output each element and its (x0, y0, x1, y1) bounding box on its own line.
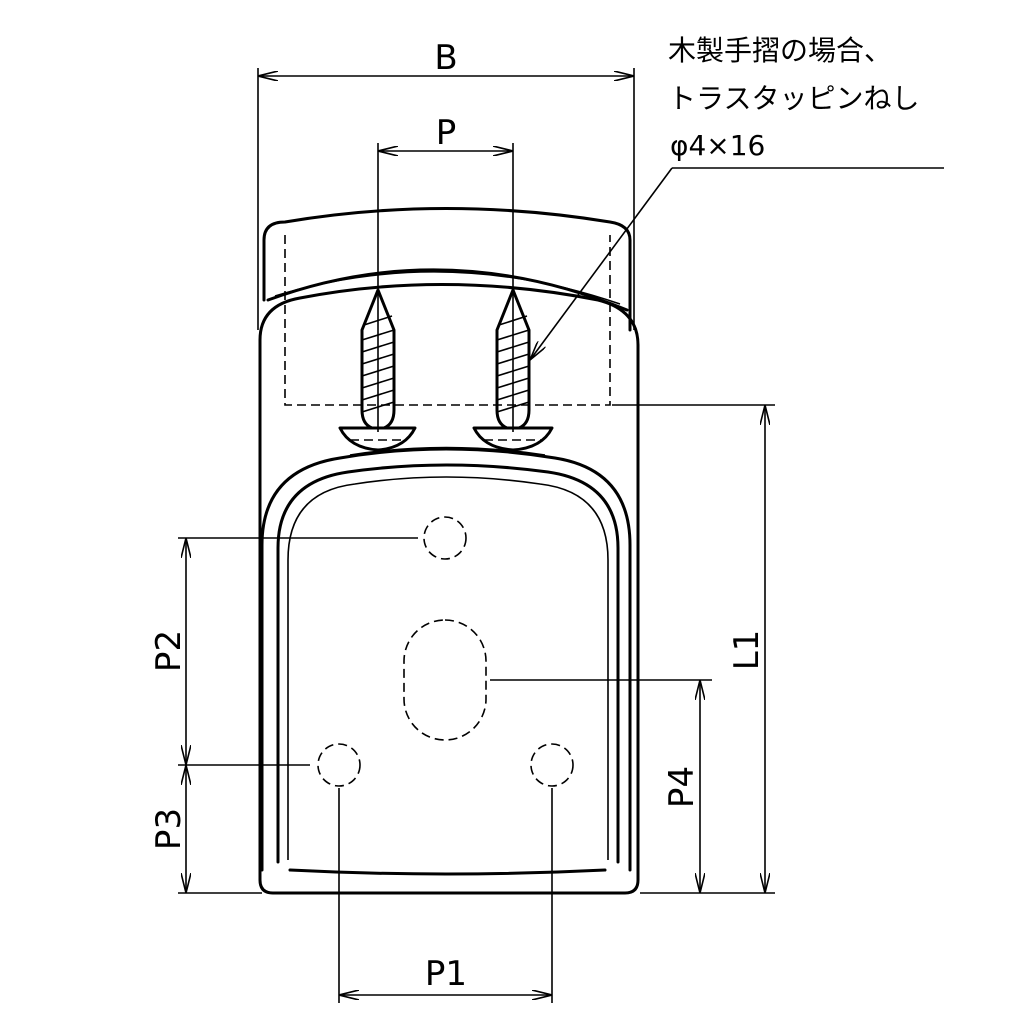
hole-top (423, 516, 467, 560)
hole-bottom-right (530, 743, 574, 787)
dimension-p-label: P (436, 113, 457, 153)
handrail-section (262, 207, 632, 406)
slot-hole (403, 619, 487, 741)
dimension-p1-label: P1 (425, 954, 467, 994)
dimension-b-label: B (434, 38, 457, 78)
dimension-p3-label: P3 (149, 808, 189, 850)
screw-seats (338, 426, 554, 452)
dimension-p4-label: P4 (662, 766, 702, 808)
dimension-l1-label: L1 (727, 630, 767, 671)
screw-note: 木製手摺の場合、 トラスタッピンねし φ4×16 (530, 34, 944, 360)
note-line-1: 木製手摺の場合、 (668, 34, 892, 67)
dimension-p4: P4 (490, 679, 712, 893)
leader-line-arrow (530, 167, 673, 360)
dimension-p2: P2 (149, 537, 418, 766)
dimension-b: B (257, 38, 635, 330)
dimension-l1: L1 (612, 404, 775, 894)
note-line-3: φ4×16 (670, 129, 765, 162)
dimension-p: P (377, 113, 514, 432)
mounting-holes (317, 516, 574, 787)
bracket-body (258, 283, 640, 895)
dimension-p3: P3 (149, 765, 262, 894)
dimension-p1: P1 (338, 788, 553, 1003)
dimension-p2-label: P2 (149, 630, 189, 672)
hole-bottom-left (317, 743, 361, 787)
base-plate (260, 446, 632, 876)
note-line-2: トラスタッピンねし (668, 82, 919, 115)
